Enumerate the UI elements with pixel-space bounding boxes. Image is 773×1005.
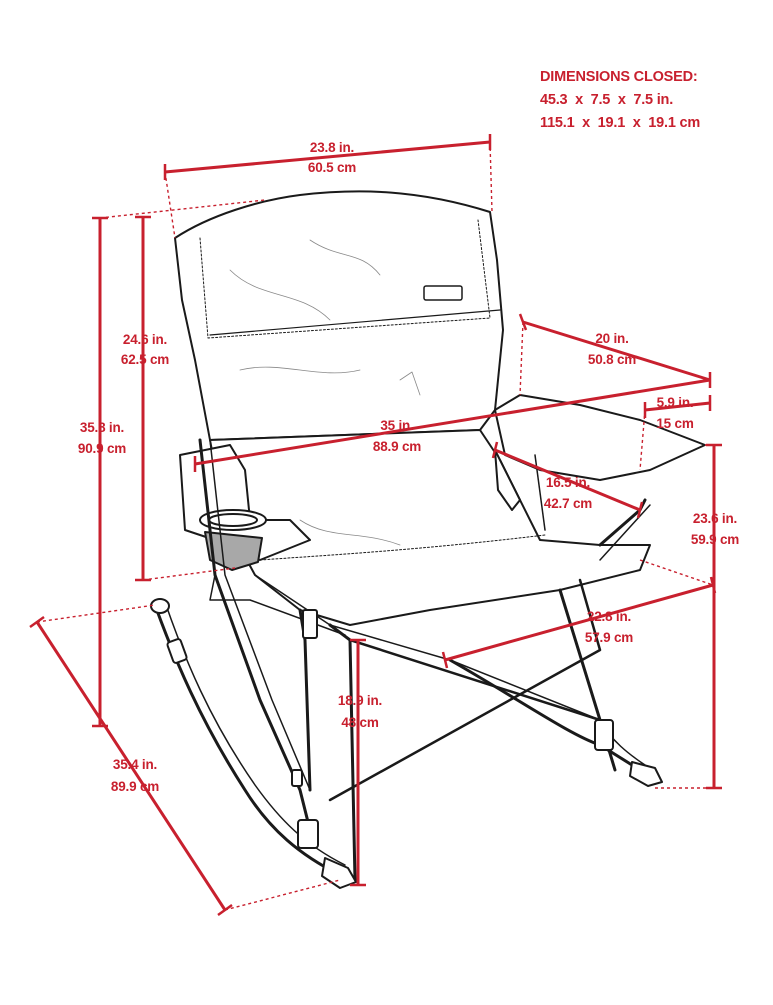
label-back-width-cm: 60.5 cm (308, 160, 356, 175)
label-armrest-width-cm: 15 cm (656, 416, 693, 431)
cup-holder-pocket (204, 531, 263, 571)
label-seat-height-cm: 48 cm (341, 715, 378, 730)
closed-title: DIMENSIONS CLOSED: (540, 69, 698, 85)
label-back-width-in: 23.8 in. (310, 140, 354, 155)
label-seat-height-in: 18.9 in. (338, 693, 382, 708)
dim-line-armrest-length (522, 320, 711, 382)
extension-lines (36, 141, 714, 911)
label-arm-height-cm: 59.9 cm (691, 532, 739, 547)
frame-center-front (328, 623, 357, 882)
frame-cross-b (328, 578, 602, 802)
frame-left-upright (198, 438, 312, 832)
label-rocker-length-cm: 89.9 cm (111, 779, 159, 794)
label-seat-depth-cm: 42.7 cm (544, 496, 592, 511)
dim-line-armrest-width (644, 401, 711, 412)
chair-back-stitch (199, 219, 491, 339)
label-armrest-width-in: 5.9 in. (657, 395, 694, 410)
label-total-height-cm: 90.9 cm (78, 441, 126, 456)
label-seat-depth-in: 16.5 in. (546, 475, 590, 490)
label-rocker-length-in: 35.4 in. (113, 757, 157, 772)
label-armrest-length-in: 20 in. (595, 331, 628, 346)
label-total-height-in: 35.8 in. (80, 420, 124, 435)
rocker-right-front-cap (629, 761, 663, 787)
right-rocker (448, 658, 642, 772)
label-back-height-in: 24.6 in. (123, 332, 167, 347)
label-total-width-cm: 88.9 cm (373, 439, 421, 454)
dim-line-rocker-length (35, 621, 227, 911)
dimension-labels: DIMENSIONS CLOSED: 45.3 x 7.5 x 7.5 in. … (78, 69, 740, 794)
frame-right-arm-support (598, 498, 647, 547)
rocker-left-front-cap (321, 857, 357, 889)
label-armrest-length-cm: 50.8 cm (588, 352, 636, 367)
label-seat-width-in: 22.8 in. (587, 609, 631, 624)
dim-line-seat-width (444, 583, 714, 662)
closed-imperial: 45.3 x 7.5 x 7.5 in. (540, 92, 673, 108)
label-seat-width-cm: 57.9 cm (585, 630, 633, 645)
dim-line-seat-depth (494, 448, 641, 512)
dimension-lines (29, 134, 722, 917)
dim-line-back-width (164, 140, 491, 174)
frame-cross-a (348, 638, 602, 722)
chair-back (174, 190, 504, 441)
chair-logo-patch (423, 285, 463, 301)
rocker-left-rear-cap (150, 598, 170, 614)
frame-front-left-leg (298, 608, 312, 792)
closed-metric: 115.1 x 19.1 x 19.1 cm (540, 115, 700, 131)
label-arm-height-in: 23.6 in. (693, 511, 737, 526)
label-back-height-cm: 62.5 cm (121, 352, 169, 367)
chair-illustration (150, 190, 706, 889)
label-total-width-in: 35 in. (380, 418, 413, 433)
frame-seat-rail (254, 574, 601, 721)
dim-line-total-width (194, 378, 711, 466)
